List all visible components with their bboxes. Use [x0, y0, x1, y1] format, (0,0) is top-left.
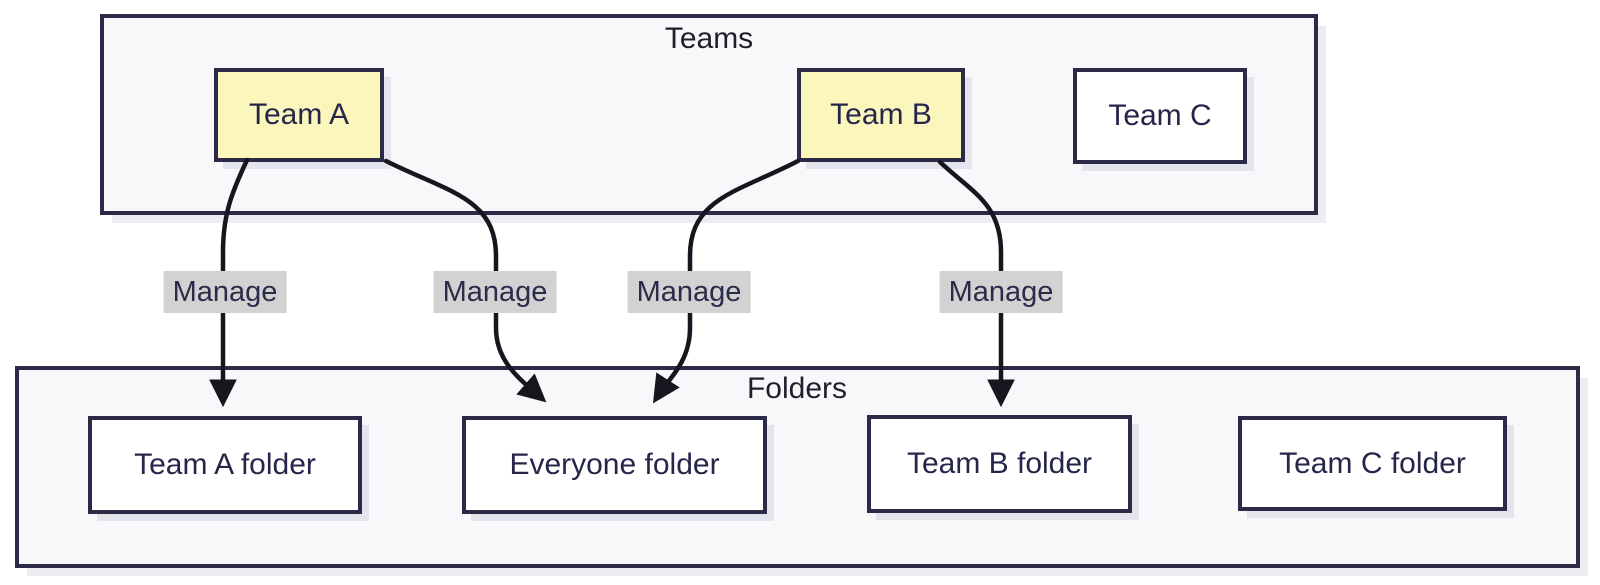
edge-label-manage-2: Manage [433, 271, 557, 313]
node-team-c-folder: Team C folder [1238, 416, 1507, 511]
node-team-a-folder: Team A folder [88, 416, 362, 514]
node-team-b-folder: Team B folder [867, 415, 1132, 513]
node-team-c: Team C [1073, 68, 1247, 164]
cluster-teams-title: Teams [664, 22, 754, 55]
cluster-folders-title: Folders [746, 372, 848, 405]
edge-label-manage-1: Manage [163, 271, 287, 313]
node-team-b: Team B [797, 68, 965, 162]
node-team-a: Team A [214, 68, 384, 162]
edge-label-manage-4: Manage [939, 271, 1063, 313]
node-everyone-folder: Everyone folder [462, 416, 767, 514]
edge-label-manage-3: Manage [627, 271, 751, 313]
